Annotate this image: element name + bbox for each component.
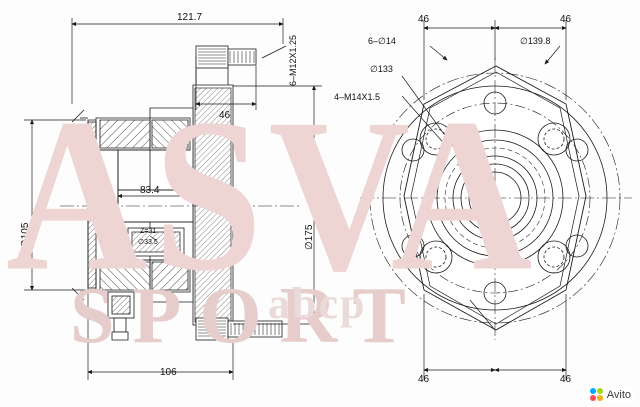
label-studs: 4–M14X1.5	[334, 92, 380, 102]
avito-label: Avito	[606, 388, 631, 401]
label-holes: 6–∅14	[368, 36, 396, 46]
dim-bottom-right-46: 46	[560, 374, 572, 385]
dim-bottom-overall: 106	[160, 367, 177, 378]
dim-right-diameter: ∅175	[304, 224, 315, 250]
dim-top-right-46: 46	[560, 14, 572, 25]
label-spline-diameter: ∅33.5	[138, 239, 158, 246]
avito-logo-icon	[589, 388, 603, 401]
avito-badge: Avito	[586, 387, 634, 402]
left-view-dimensions	[24, 18, 322, 380]
dim-top-inner: 46	[219, 110, 231, 121]
dim-top-overall: 121.7	[177, 12, 202, 23]
right-front-geometry	[360, 58, 632, 340]
label-bolt-circle: ∅133	[370, 64, 393, 74]
label-thread-top: 6–M12X1.25	[288, 35, 298, 86]
label-spline-teeth: Z=31	[140, 228, 156, 235]
dim-bore: 83.4	[140, 185, 160, 196]
dim-left-diameter: ∅105	[20, 222, 31, 248]
dim-top-left-46: 46	[418, 14, 430, 25]
left-section-geometry	[71, 45, 283, 341]
label-outer-diameter: ∅139.8	[520, 36, 550, 46]
right-front-dimensions	[401, 20, 567, 380]
dim-bottom-left-46: 46	[418, 374, 430, 385]
